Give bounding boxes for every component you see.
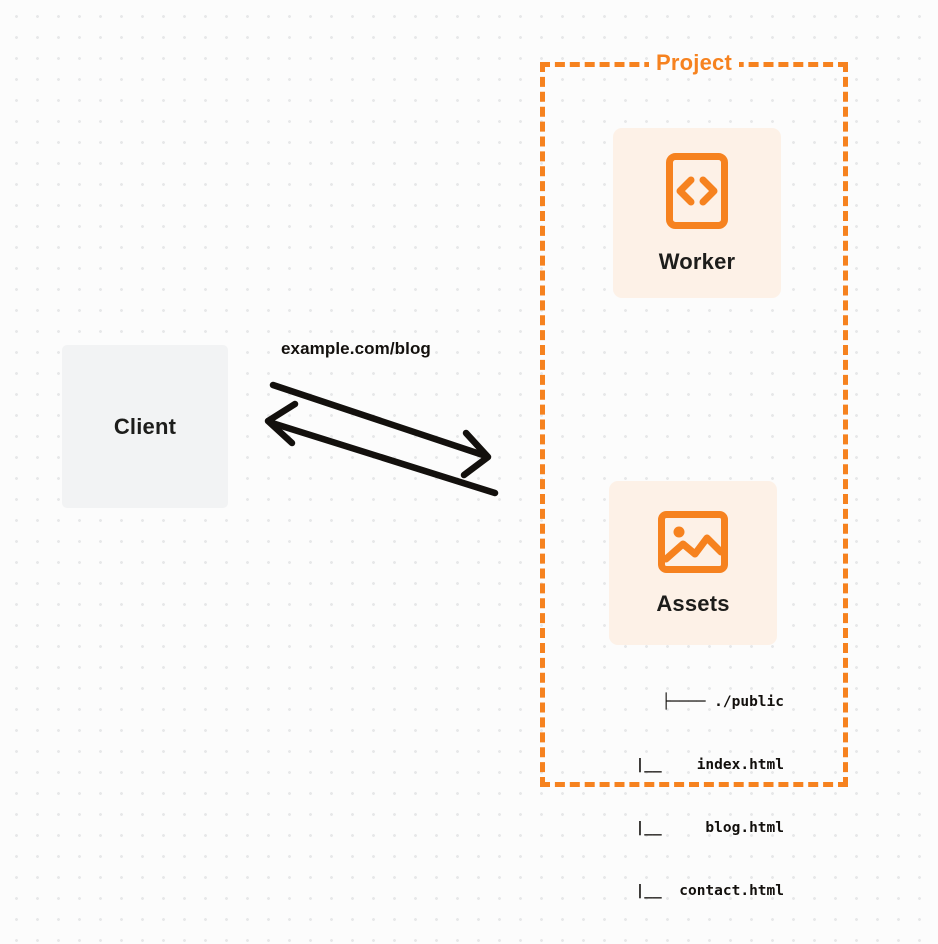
project-title: Project bbox=[540, 50, 848, 76]
tree-line: |__ blog.html bbox=[609, 820, 784, 836]
assets-label: Assets bbox=[656, 590, 730, 616]
worker-node[interactable]: Worker bbox=[613, 128, 781, 298]
assets-file-tree: ├──── ./public |__ index.html |__ blog.h… bbox=[560, 650, 784, 944]
worker-label: Worker bbox=[658, 248, 736, 274]
request-arrow bbox=[269, 381, 492, 479]
diagram-canvas: Client example.com/blog Project Worker bbox=[62, 50, 848, 899]
assets-node[interactable]: Assets bbox=[609, 481, 777, 645]
response-arrow bbox=[264, 400, 499, 497]
client-node[interactable]: Client bbox=[62, 345, 228, 508]
tree-line: ├──── ./public bbox=[661, 694, 784, 710]
project-title-text: Project bbox=[649, 50, 739, 76]
request-url-label: example.com/blog bbox=[281, 339, 431, 358]
client-label: Client bbox=[113, 413, 177, 439]
tree-line: |__ contact.html bbox=[609, 883, 784, 899]
image-icon bbox=[658, 510, 728, 578]
tree-line: |__ index.html bbox=[609, 757, 784, 773]
code-brackets-icon bbox=[666, 152, 728, 234]
